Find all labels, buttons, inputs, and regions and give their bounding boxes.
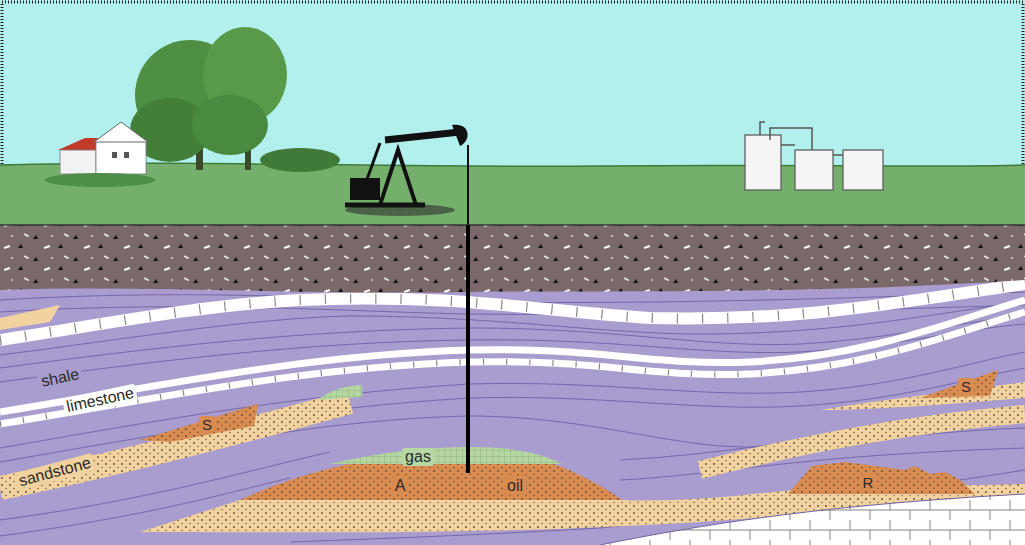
fluid-label: oil [504,477,526,495]
layer-label: shale [36,365,83,392]
trap-label: S [958,378,974,395]
trap-label: A [392,477,409,495]
layer-label: sandstone [14,453,96,491]
trap-label: R [860,474,877,491]
trap-label: S [199,416,215,433]
layer-label: limestone [62,383,139,416]
fluid-label: gas [402,448,434,466]
